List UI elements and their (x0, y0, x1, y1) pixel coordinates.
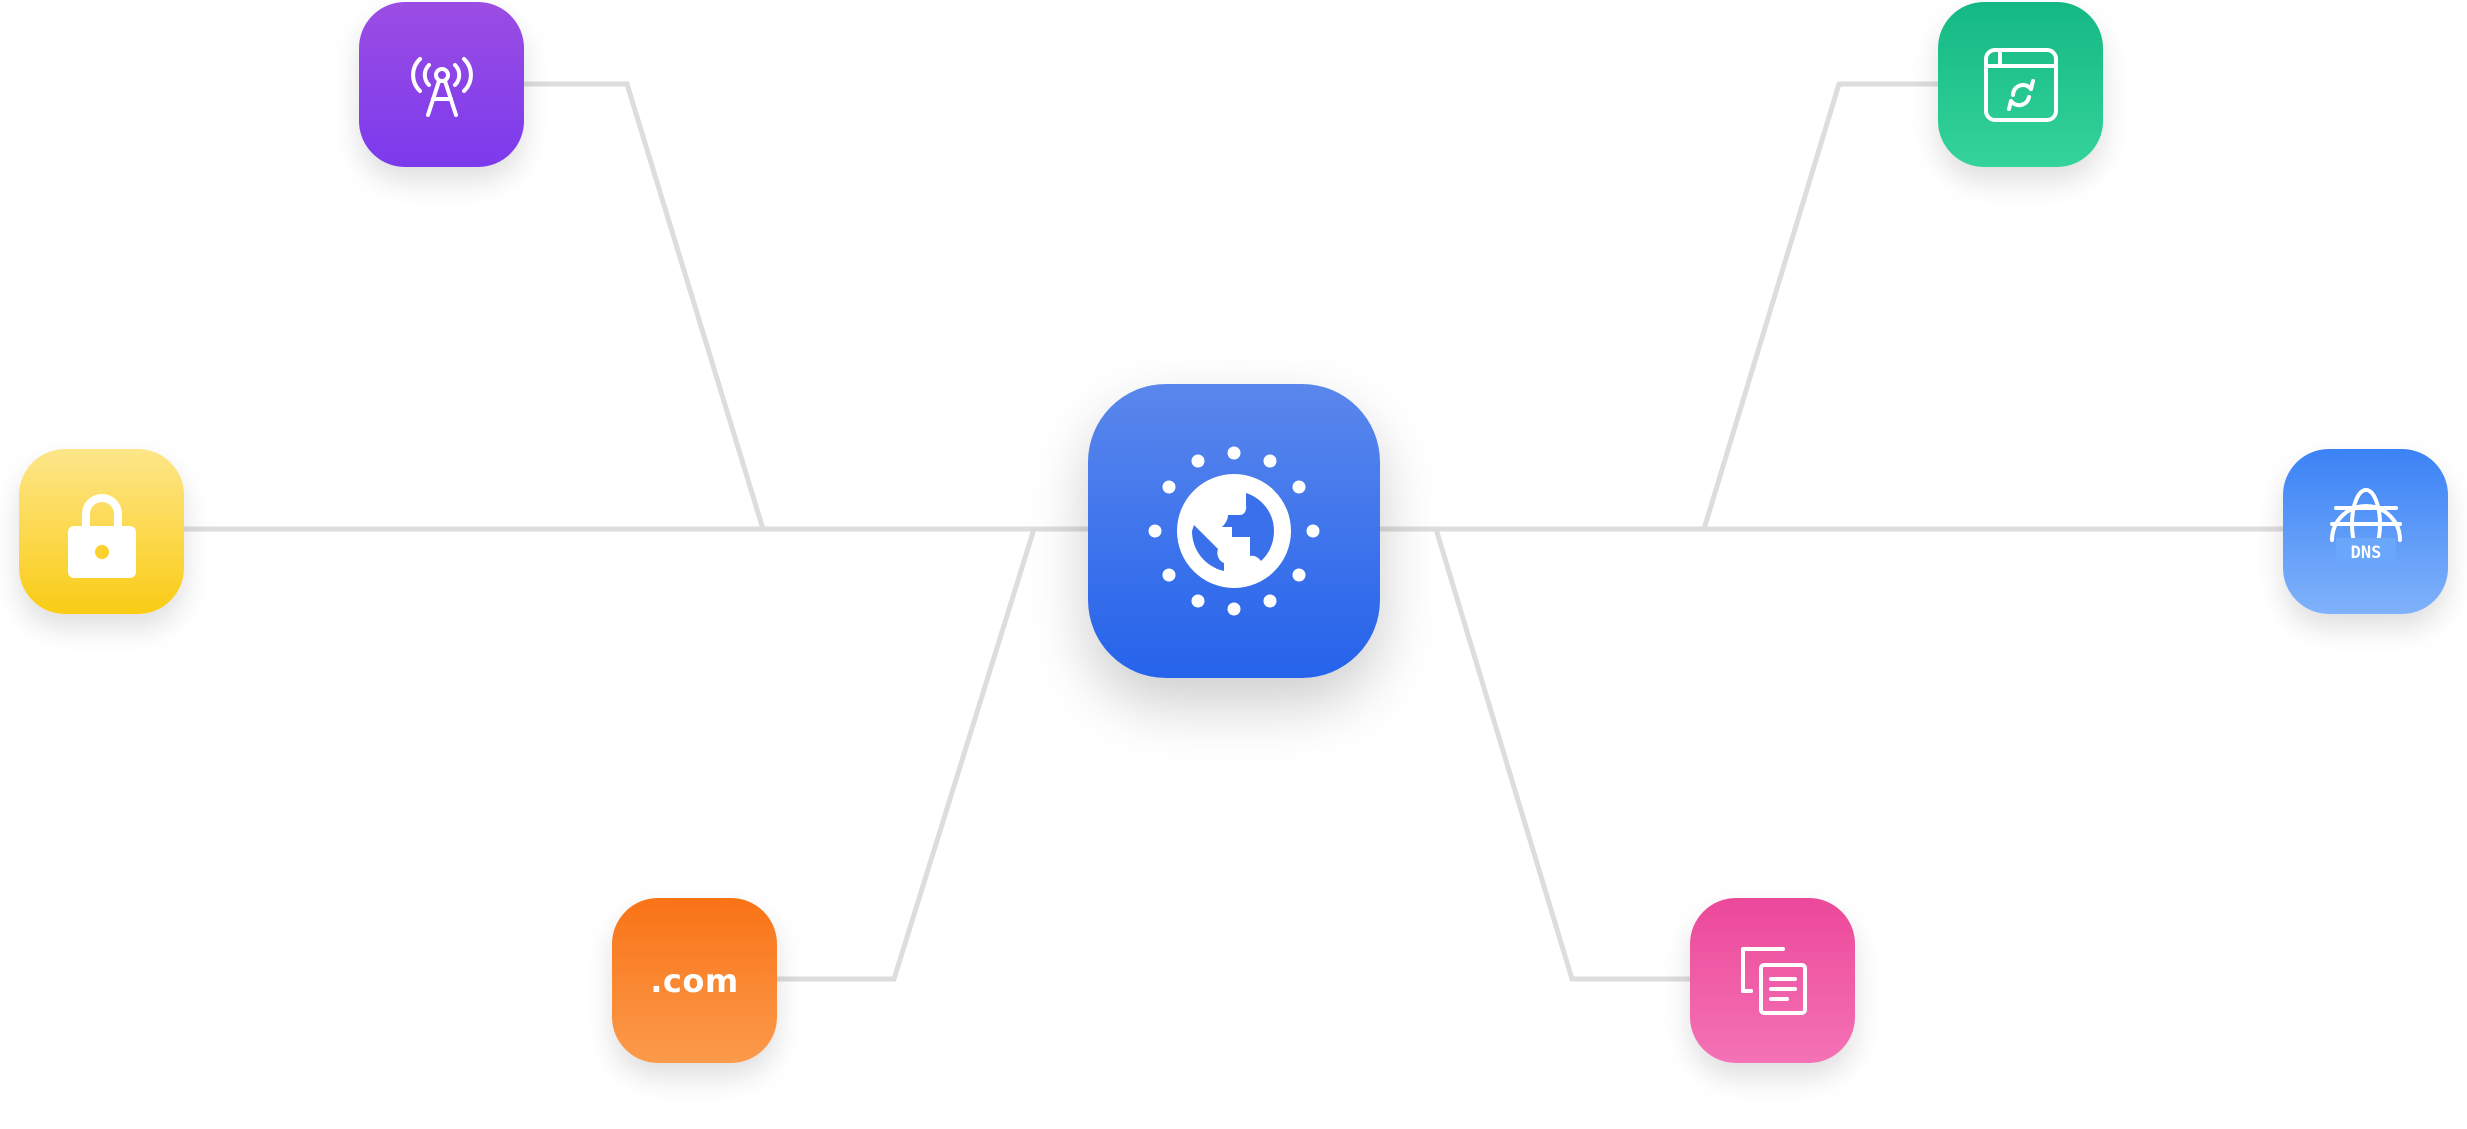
dns-tile[interactable]: DNS (2283, 449, 2448, 614)
copy-tile[interactable] (1690, 898, 1855, 1063)
browser-tile[interactable] (1938, 2, 2103, 167)
padlock-icon (67, 493, 136, 578)
globe-network-icon (1148, 446, 1320, 616)
connector-hub-to-domain (777, 528, 1037, 982)
documents-copy-icon (1740, 946, 1807, 1015)
hub-tile[interactable] (1088, 384, 1380, 678)
domain-tile[interactable]: .com (612, 898, 777, 1063)
browser-window-refresh-icon (1983, 47, 2058, 122)
lock-tile[interactable] (19, 449, 184, 614)
domain-com-icon: .com (650, 961, 739, 1000)
connector-hub-to-browser (1380, 81, 1938, 532)
connector-hub-to-antenna (524, 81, 1088, 532)
connector-hub-to-copy (1433, 528, 1690, 982)
broadcast-tower-icon (410, 56, 473, 117)
globe-dns-icon: DNS (2329, 487, 2402, 563)
dns-label: DNS (2350, 543, 2381, 563)
antenna-tile[interactable] (359, 2, 524, 167)
